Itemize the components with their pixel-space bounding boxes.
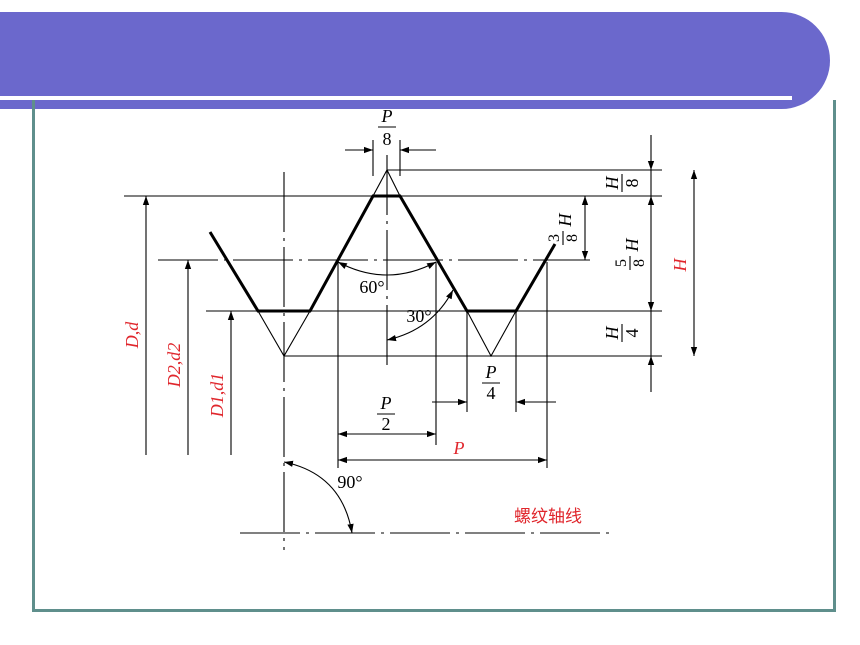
five-eighths-num: 5 <box>613 259 630 267</box>
h4-num: H <box>602 326 622 341</box>
title-bar <box>0 12 830 109</box>
reference-lines <box>124 169 662 534</box>
h4-label: H 4 <box>602 324 642 342</box>
title-bar-underline <box>0 96 792 100</box>
h-total-label: H <box>670 258 690 273</box>
diagram-labels: P 8 H 8 5 8 H H H 4 3 8 H <box>122 106 690 527</box>
triangle-root-left <box>257 310 311 358</box>
five-eighths-den: 8 <box>631 259 648 267</box>
h8-num: H <box>602 176 622 191</box>
angle-90-arc <box>283 460 354 534</box>
thread-axis-label: 螺纹轴线 <box>514 507 582 527</box>
h4-den: 4 <box>622 329 642 338</box>
dimension-arrows <box>142 135 698 534</box>
fundamental-triangle <box>257 168 517 358</box>
triangle-root-right <box>466 310 517 358</box>
pitch-label: P <box>453 438 465 458</box>
major-diameter-label: D,d <box>122 321 142 349</box>
p4-num: P <box>485 362 497 382</box>
angle-60-arc <box>337 261 437 276</box>
angle-60-label: 60° <box>359 277 384 297</box>
p2-num: P <box>380 393 392 413</box>
thread-profile <box>208 194 557 313</box>
three-eighths-num: 3 <box>546 234 563 242</box>
angle-90-label: 90° <box>337 472 362 492</box>
p8-den: 8 <box>383 129 392 149</box>
p4-den: 4 <box>487 383 496 403</box>
p2-den: 2 <box>382 414 391 434</box>
five-eighths-suffix: H <box>622 238 642 253</box>
three-eighths-label: 3 8 H <box>546 213 581 245</box>
h8-den: 8 <box>622 179 642 188</box>
minor-diameter-label: D1,d1 <box>207 373 227 419</box>
triangle-apex <box>372 168 401 197</box>
three-eighths-den: 8 <box>564 234 581 242</box>
angle-30-arc <box>386 289 454 342</box>
angle-30-label: 30° <box>406 306 431 326</box>
slide-frame <box>32 100 836 612</box>
h8-label: H 8 <box>602 174 642 192</box>
vertical-lines <box>283 140 548 550</box>
five-eighths-label: 5 8 H <box>613 238 648 270</box>
three-eighths-suffix: H <box>555 213 575 228</box>
pitch-diameter-label: D2,d2 <box>164 343 184 389</box>
p8-num: P <box>381 106 393 126</box>
